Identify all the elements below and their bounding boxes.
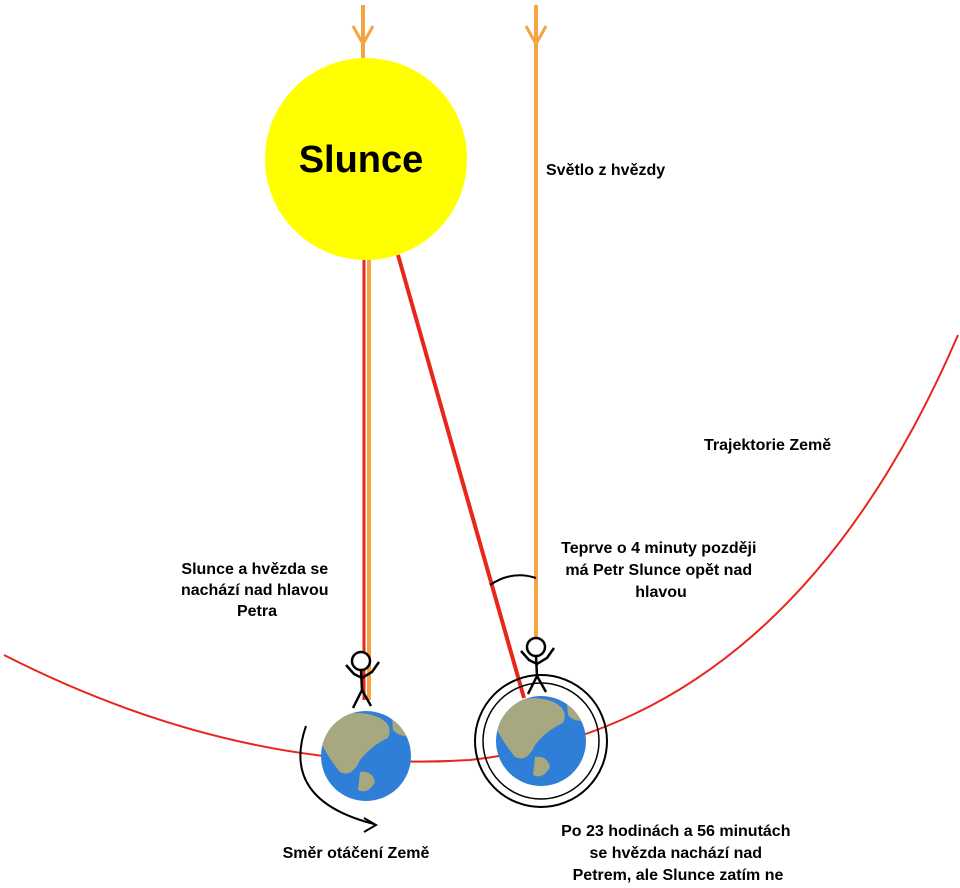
earth-left [321,711,411,801]
after-sidereal-label: Po 23 hodinách a 56 minutách se hvězda n… [561,823,795,884]
both-overhead-label: Slunce a hvězda se nachází nad hlavou Pe… [181,561,333,620]
starlight-arrowhead-left [351,25,375,48]
petr-figure-right [520,636,556,695]
sunlight-ray-slanted [396,254,526,699]
starlight-arrowhead-right [524,25,548,48]
sun-label: Slunce [299,139,424,181]
sun-disc [265,58,467,260]
rotation-arrow [299,725,375,825]
earth-right [496,696,586,786]
starlight-label: Světlo z hvězdy [546,162,665,179]
trajectory-label: Trajektorie Země [704,437,831,454]
earth-right-outer-ring [474,674,608,808]
angle-arc [489,574,537,586]
petr-figure-left [345,650,381,709]
rotation-arrowhead [363,817,378,833]
earth-orbit [3,334,959,763]
rotation-label: Směr otáčení Země [283,845,430,862]
four-minutes-label: Teprve o 4 minuty později má Petr Slunce… [561,540,761,601]
